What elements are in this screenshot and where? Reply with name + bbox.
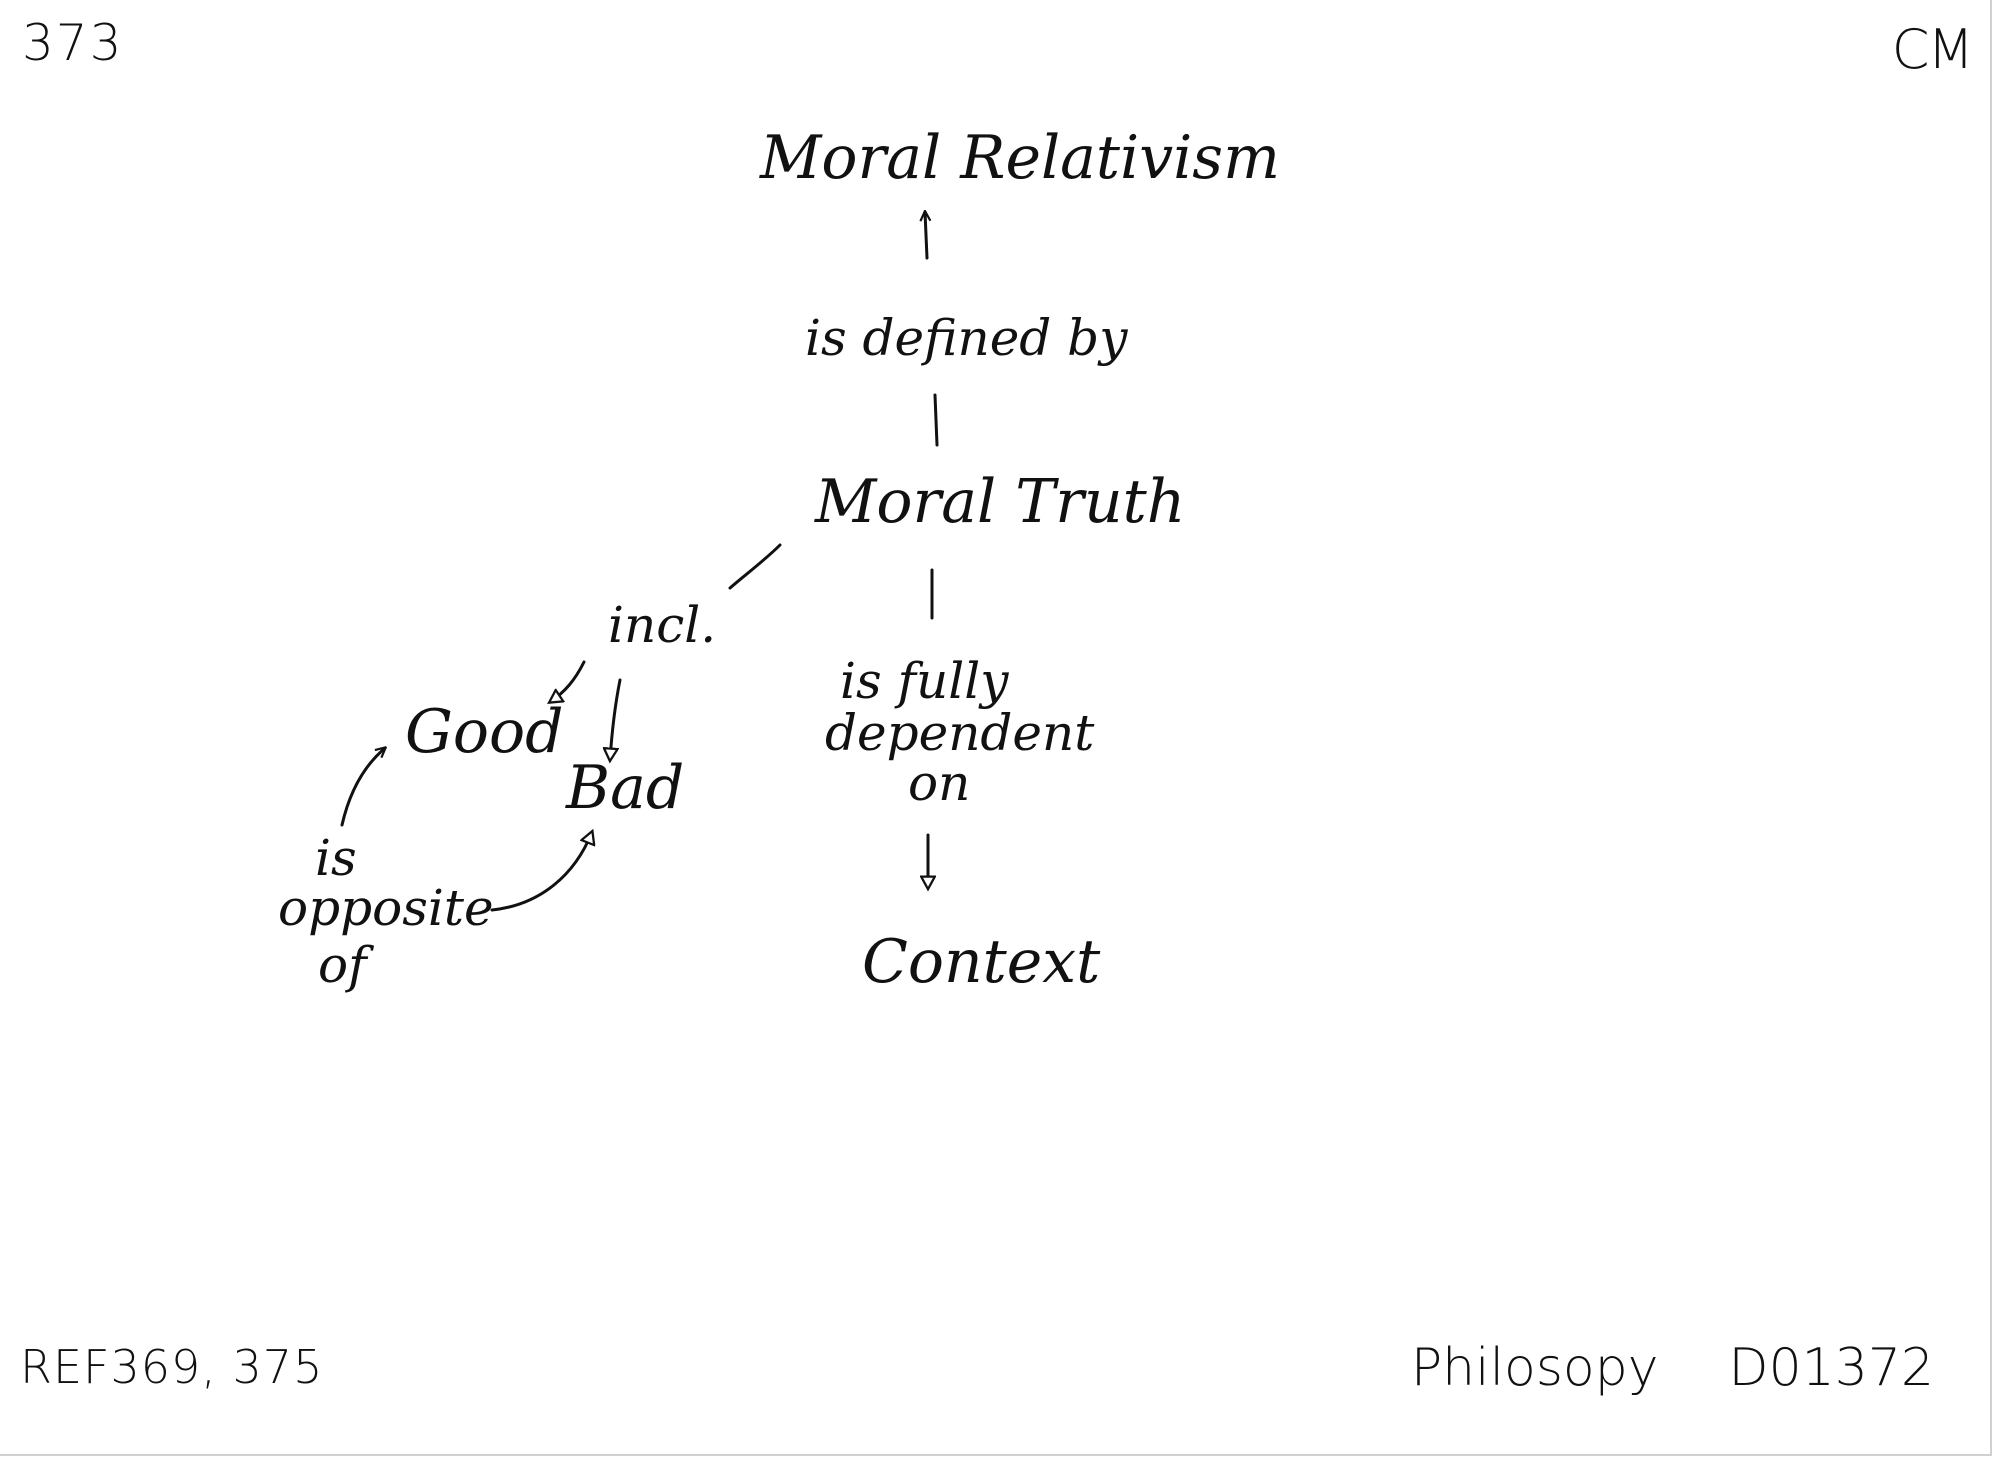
edge-arrow-opposite-to-bad bbox=[490, 832, 592, 912]
subject-name: Philosopy bbox=[1410, 1338, 1659, 1398]
document-code: D01372 bbox=[1728, 1338, 1934, 1398]
edge-label-opposite-line-1: is bbox=[315, 829, 357, 887]
subject-footer: Philosopy D01372 bbox=[1411, 1338, 1934, 1398]
edge-arrow-to-moral-relativism bbox=[925, 212, 927, 260]
edge-label-fully-dependent-line-1: is fully bbox=[840, 652, 1009, 710]
edge-arrow-to-bad bbox=[610, 678, 622, 760]
node-moral-relativism: Moral Relativism bbox=[759, 123, 1280, 193]
edge-line-defined-by bbox=[933, 393, 939, 447]
edge-label-includes: incl. bbox=[608, 596, 716, 654]
page-number: 373 bbox=[22, 14, 124, 72]
edge-arrow-opposite-to-good bbox=[340, 748, 385, 827]
reference-note: REF369, 375 bbox=[20, 1340, 324, 1394]
edge-label-opposite-line-3: of bbox=[318, 936, 374, 994]
edge-label-defined-by: is defined by bbox=[805, 309, 1128, 367]
edge-label-fully-dependent-line-2: dependent bbox=[825, 704, 1095, 762]
node-good: Good bbox=[405, 697, 564, 767]
edge-label-opposite-line-2: opposite bbox=[278, 879, 494, 937]
edge-label-fully-dependent-line-3: on bbox=[908, 754, 970, 812]
node-moral-truth: Moral Truth bbox=[814, 467, 1185, 537]
node-context: Context bbox=[862, 927, 1101, 997]
edge-arrow-to-good bbox=[550, 660, 586, 702]
node-bad: Bad bbox=[565, 753, 684, 823]
edge-line-includes bbox=[728, 543, 782, 590]
author-initials: CM bbox=[1891, 18, 1974, 81]
